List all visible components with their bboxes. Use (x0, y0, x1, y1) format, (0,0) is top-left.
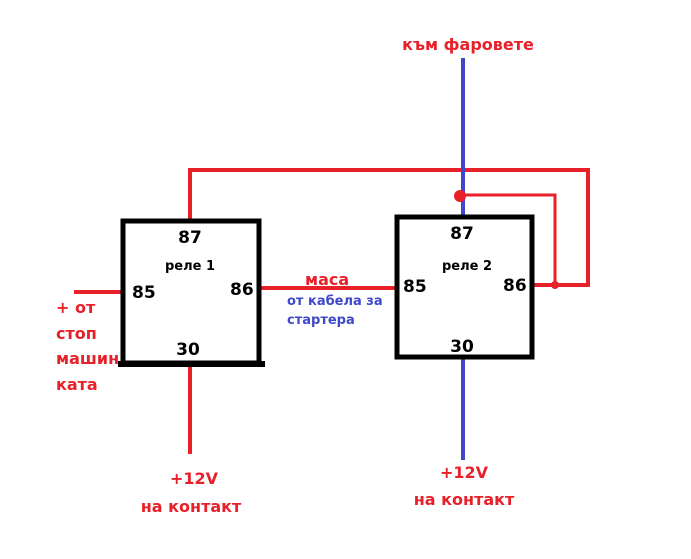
headlights-label: към фаровете (402, 35, 534, 54)
ground-sub-line2: стартера (287, 313, 355, 328)
relay2-pin87: 87 (450, 224, 474, 244)
relay1-pin87: 87 (178, 228, 202, 248)
relay1-pin86: 86 (230, 280, 254, 300)
wire-top-loop (188, 168, 590, 287)
left-label-line4: ката (56, 375, 98, 394)
relay1-pin85: 85 (132, 283, 156, 303)
left-label-line3: машин (56, 349, 119, 368)
relay2-pin30: 30 (450, 337, 474, 357)
junction-dot (551, 281, 559, 289)
relay2-pin86: 86 (503, 276, 527, 296)
supply1-label: на контакт (141, 497, 242, 516)
supply1-voltage: +12V (170, 469, 219, 488)
relay1-name: реле 1 (165, 259, 215, 274)
junction-dot (454, 190, 466, 202)
supply2-label: на контакт (414, 490, 515, 509)
relay2-pin85: 85 (403, 277, 427, 297)
left-label-line1: + от (56, 298, 96, 317)
ground-sub-line1: от кабела за (287, 294, 383, 309)
relay1-pin30: 30 (176, 340, 200, 360)
wire-87-to-86 (458, 193, 557, 287)
left-label-line2: стоп (56, 324, 97, 343)
relay2-box (394, 214, 535, 360)
relay2-name: реле 2 (442, 259, 492, 274)
supply2-voltage: +12V (440, 463, 489, 482)
ground-label: маса (305, 270, 349, 289)
